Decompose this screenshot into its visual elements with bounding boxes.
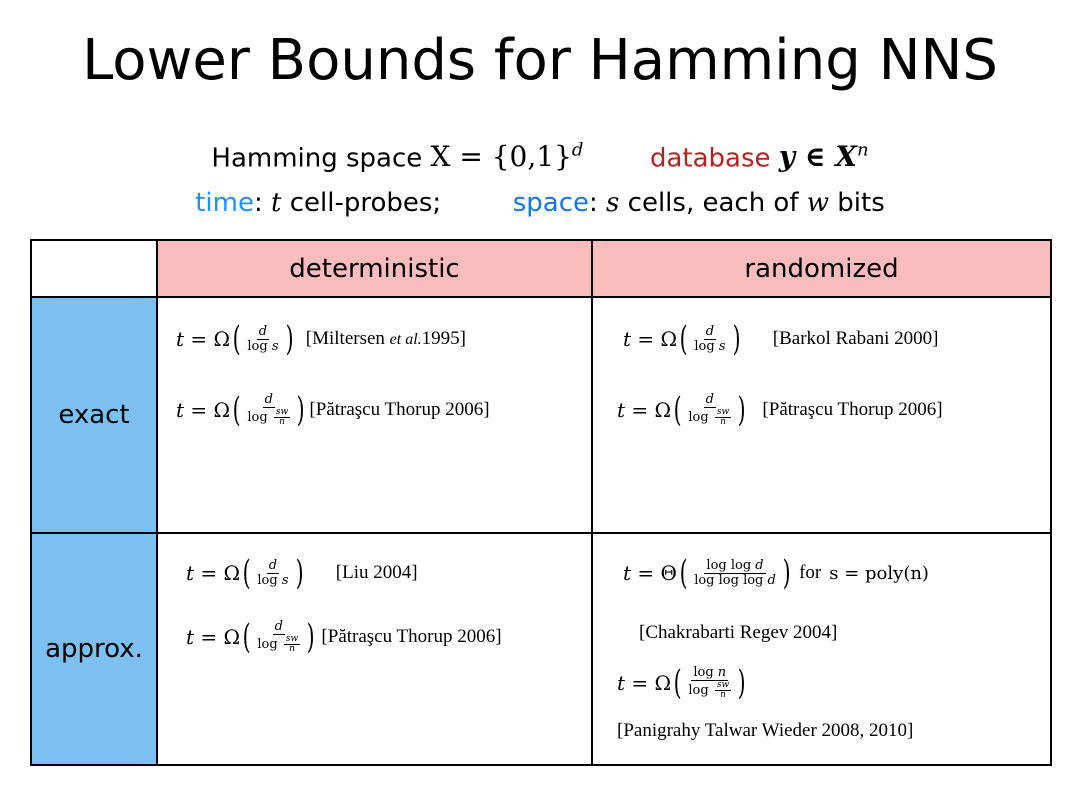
- hamming-space-label: Hamming space: [211, 143, 423, 174]
- table-corner: [30, 239, 158, 298]
- space-description: cells, each of: [627, 188, 799, 218]
- col-header-randomized: randomized: [591, 239, 1052, 298]
- col-header-deterministic: deterministic: [156, 239, 593, 298]
- database-label: database: [649, 143, 771, 174]
- space-var: s: [606, 188, 620, 218]
- word-size-var: w: [806, 188, 830, 218]
- database-formula: y ∈ Xn: [778, 140, 869, 174]
- bound-approx-rand-2-cite: [Panigrahy Talwar Wieder 2008, 2010]: [617, 720, 914, 741]
- slide-title: Lower Bounds for Hamming NNS: [82, 28, 998, 93]
- time-var: t: [271, 188, 282, 218]
- bound-approx-rand-1-cite: [Chakrabarti Regev 2004]: [639, 622, 838, 643]
- hamming-space-formula: X = {0,1}d: [430, 140, 584, 174]
- bits-label: bits: [837, 188, 885, 218]
- row-label-approx: approx.: [30, 532, 158, 766]
- time-description: cell-probes;: [289, 188, 442, 218]
- space-label: space: [512, 188, 590, 218]
- time-label: time: [195, 188, 254, 218]
- definition-line: Hamming space X = {0,1}d database y ∈ Xn: [0, 140, 1080, 173]
- row-label-exact: exact: [30, 296, 158, 534]
- model-line: time: t cell-probes; space: s cells, eac…: [195, 188, 885, 218]
